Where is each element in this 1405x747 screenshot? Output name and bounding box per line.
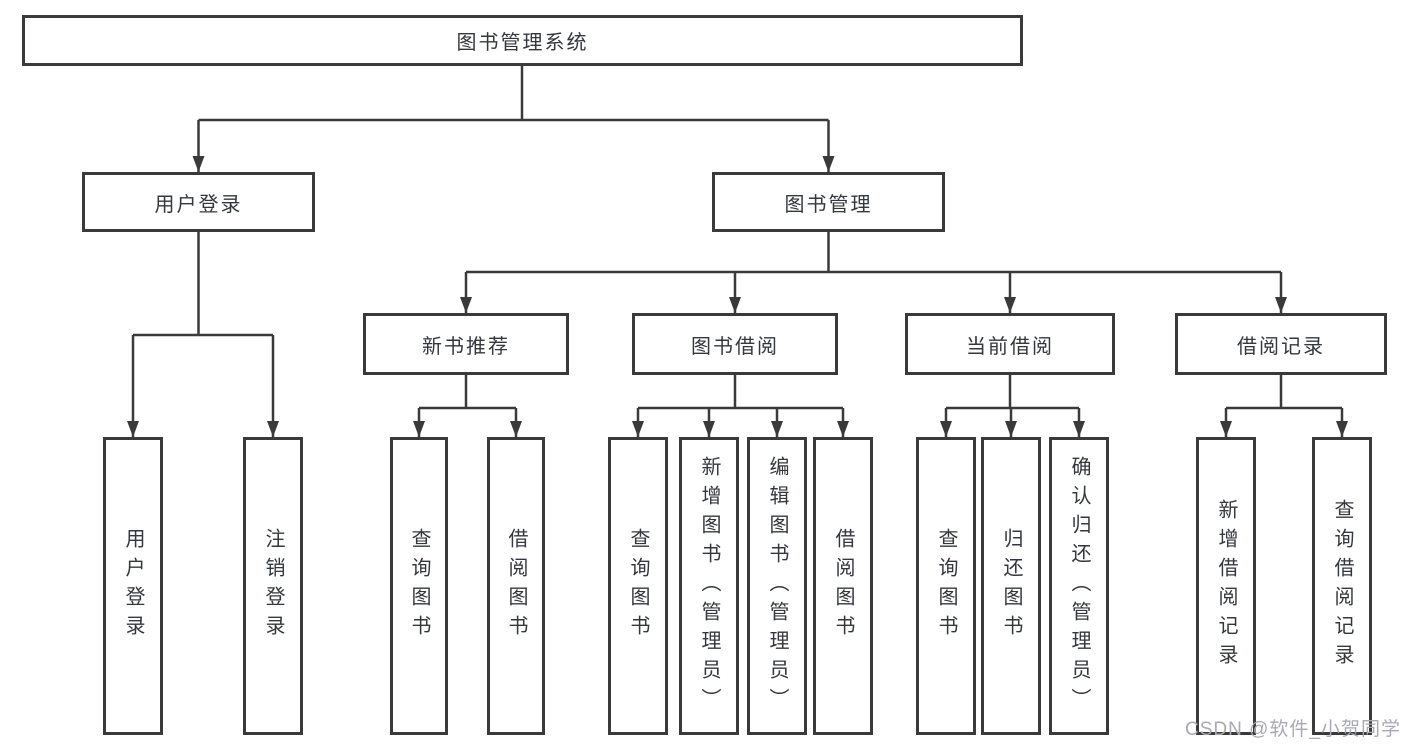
leaf-newbook-query-label: 查询图书 xyxy=(408,528,430,644)
node-book-management-label: 图书管理 xyxy=(784,193,873,216)
csdn-watermark: CSDN @软件_小贺同学 xyxy=(1185,719,1401,740)
leaf-borrow-query-label: 查询图书 xyxy=(627,528,649,644)
leaf-current-return: 归还图书 xyxy=(981,437,1041,735)
node-book-management: 图书管理 xyxy=(712,172,945,232)
leaf-logout: 注销登录 xyxy=(243,437,303,735)
leaf-current-return-label: 归还图书 xyxy=(1000,528,1022,644)
leaf-user-login-label: 用户登录 xyxy=(122,528,144,644)
node-user-login: 用户登录 xyxy=(82,172,315,232)
node-new-book-recommend-label: 新书推荐 xyxy=(422,335,510,358)
node-book-borrowing-label: 图书借阅 xyxy=(691,335,779,358)
node-borrowing-records-label: 借阅记录 xyxy=(1237,335,1325,358)
node-new-book-recommend: 新书推荐 xyxy=(363,313,569,375)
leaf-borrow-borrow-label: 借阅图书 xyxy=(832,528,854,644)
leaf-records-add: 新增借阅记录 xyxy=(1196,437,1256,735)
leaf-borrow-edit: 编辑图书（管理员） xyxy=(747,437,807,735)
leaf-borrow-query: 查询图书 xyxy=(608,437,668,735)
leaf-user-login: 用户登录 xyxy=(103,437,163,735)
node-system-root: 图书管理系统 xyxy=(22,15,1023,66)
leaf-records-add-label: 新增借阅记录 xyxy=(1215,499,1237,673)
leaf-newbook-borrow: 借阅图书 xyxy=(487,437,545,735)
node-book-borrowing: 图书借阅 xyxy=(632,313,838,375)
node-system-root-label: 图书管理系统 xyxy=(456,32,589,54)
leaf-records-query-label: 查询借阅记录 xyxy=(1331,499,1353,673)
leaf-borrow-borrow: 借阅图书 xyxy=(813,437,873,735)
leaf-records-query: 查询借阅记录 xyxy=(1312,437,1372,735)
leaf-logout-label: 注销登录 xyxy=(262,528,284,644)
leaf-borrow-add-label: 新增图书（管理员） xyxy=(698,455,720,717)
leaf-borrow-edit-label: 编辑图书（管理员） xyxy=(766,455,788,717)
leaf-newbook-borrow-label: 借阅图书 xyxy=(505,528,527,644)
leaf-borrow-add: 新增图书（管理员） xyxy=(679,437,739,735)
leaf-current-query-label: 查询图书 xyxy=(935,528,957,644)
node-current-borrowing-label: 当前借阅 xyxy=(966,335,1054,358)
tree-bus-lines xyxy=(133,66,1342,410)
leaf-current-confirm: 确认归还（管理员） xyxy=(1049,437,1109,735)
node-borrowing-records: 借阅记录 xyxy=(1175,313,1387,375)
leaf-current-confirm-label: 确认归还（管理员） xyxy=(1068,455,1090,717)
leaf-current-query: 查询图书 xyxy=(916,437,976,735)
node-current-borrowing: 当前借阅 xyxy=(905,313,1115,375)
leaf-newbook-query: 查询图书 xyxy=(390,437,448,735)
node-user-login-label: 用户登录 xyxy=(154,193,243,216)
